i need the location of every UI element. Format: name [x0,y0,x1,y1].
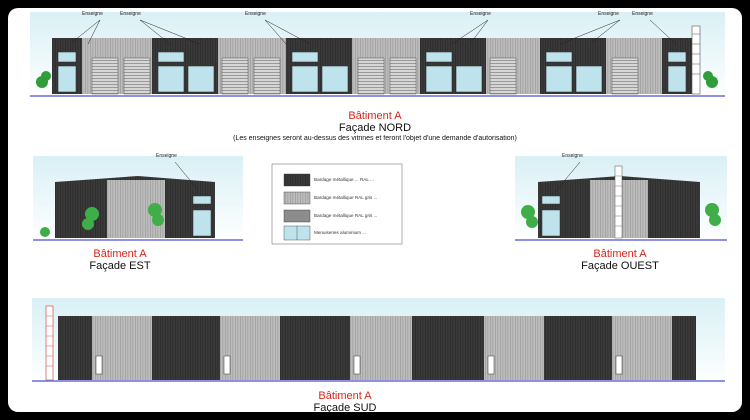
material-legend [271,163,403,245]
sign-label: Enseigne [632,11,653,17]
legend-entry-2: Bardage métallique RAL gris ... [314,195,378,200]
legend-entry-3: Bardage métallique RAL gris ... [314,213,378,218]
legend-entry-4: Menuiseries aluminium ... [314,230,367,235]
sign-label: Enseigne [156,153,177,159]
sign-label: Enseigne [598,11,619,17]
sign-label: Enseigne [120,11,141,17]
south-facade-title: Façade SUD [313,402,377,414]
north-facade-elevation [30,12,725,98]
legend-entry-1: Bardage métallique ... RAL ... [314,177,374,182]
west-facade-title: Façade OUEST [581,260,659,272]
east-building-title: Bâtiment A [93,248,147,260]
north-building-title: Bâtiment A [348,110,402,122]
south-facade-elevation [32,298,725,384]
south-building-title: Bâtiment A [318,390,372,402]
north-facade-title: Façade NORD [338,122,412,134]
sign-label: Enseigne [245,11,266,17]
west-building-title: Bâtiment A [593,248,647,260]
east-facade-title: Façade EST [89,260,151,272]
west-facade-elevation [515,156,727,242]
sign-label: Enseigne [470,11,491,17]
sign-label: Enseigne [82,11,103,17]
sign-label: Enseigne [562,153,583,159]
north-facade-note: (Les enseignes seront au-dessus des vitr… [233,135,517,142]
east-facade-elevation [33,156,243,242]
